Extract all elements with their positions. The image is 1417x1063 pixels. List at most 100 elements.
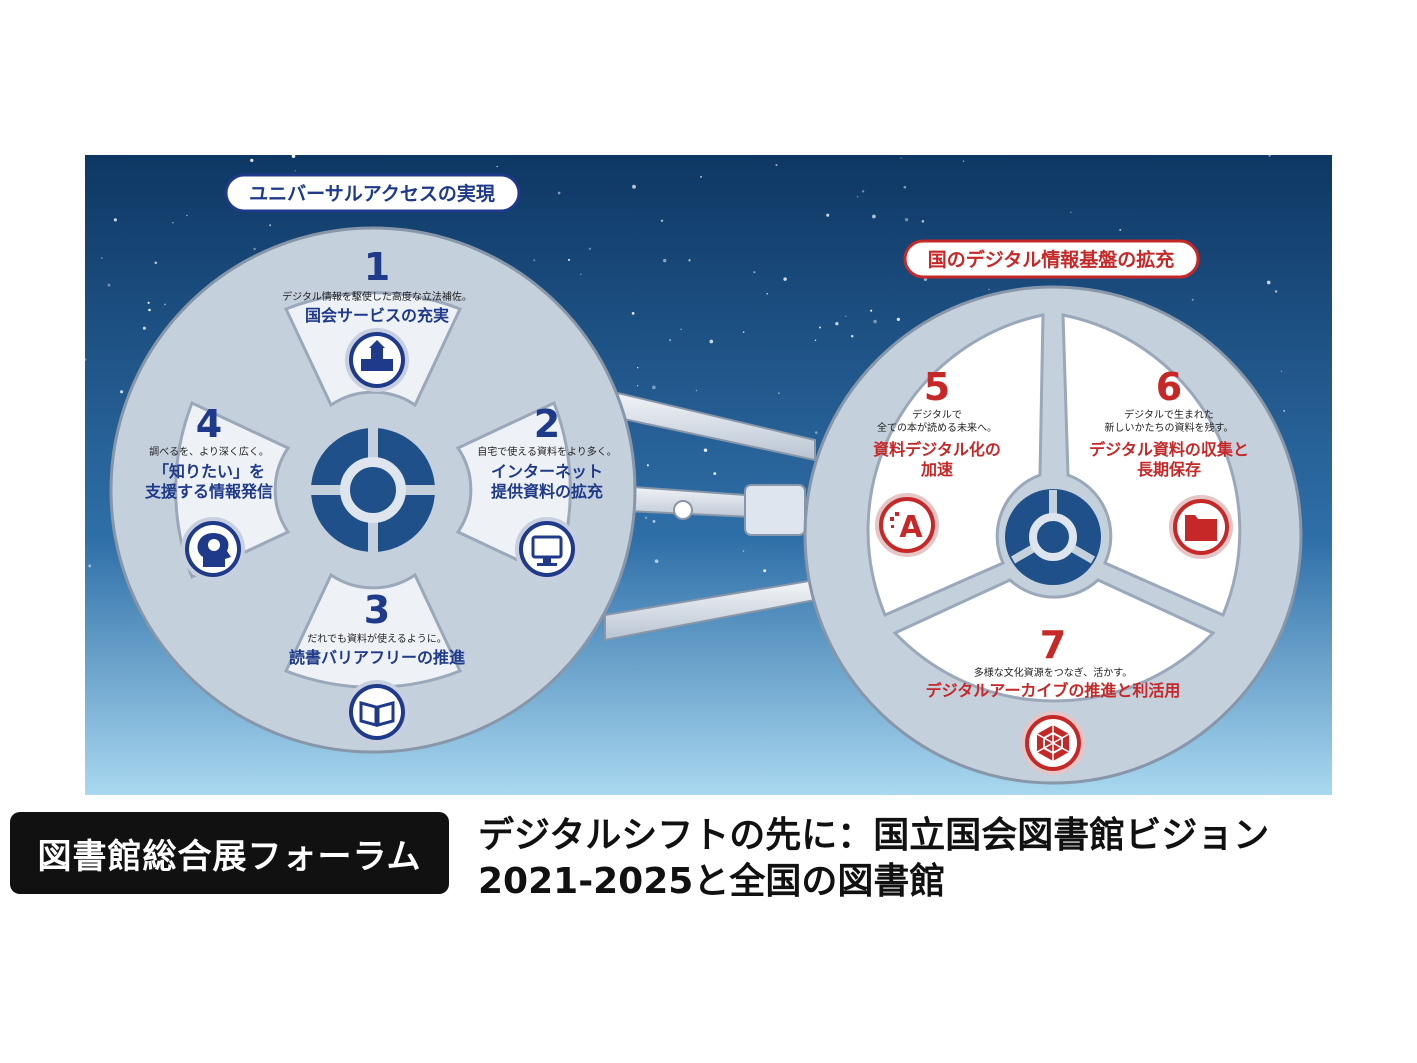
star (905, 218, 909, 222)
star (663, 258, 667, 263)
star (763, 569, 767, 573)
section-description: デジタル情報を駆使した高度な立法補佐。 (282, 290, 472, 303)
star (148, 308, 151, 312)
star (680, 328, 682, 330)
star (896, 317, 901, 322)
star (775, 164, 778, 167)
section-title: 国会サービスの充実 (305, 306, 449, 325)
star (269, 224, 272, 227)
star (1119, 228, 1122, 231)
star (814, 339, 817, 342)
star (988, 288, 990, 291)
section-4: 4 調べるを、より深く広く。 「知りたい」を 支援する情報発信 (144, 402, 273, 581)
section-description-line-2: 新しいかたちの資料を残す。 (1105, 421, 1234, 434)
star (163, 303, 166, 306)
star (533, 259, 536, 262)
star (644, 516, 648, 520)
digitize-letter-a-icon: A (875, 493, 939, 557)
svg-text:国のデジタル情報基盤の拡充: 国のデジタル情報基盤の拡充 (928, 248, 1175, 271)
star (1266, 280, 1271, 285)
star (668, 338, 672, 342)
section-description: だれでも資料が使えるように。 (307, 632, 446, 645)
section-number: 6 (1156, 365, 1182, 409)
open-book-icon (345, 680, 409, 744)
star (850, 334, 854, 338)
star (142, 326, 146, 330)
star (496, 165, 498, 168)
star (861, 190, 865, 193)
svg-text:ユニバーサルアクセスの実現: ユニバーサルアクセスの実現 (249, 182, 495, 205)
section-number: 4 (196, 402, 222, 446)
section-title: デジタルアーカイブの推進と利活用 (926, 681, 1181, 700)
star (713, 472, 717, 476)
section-title-line-2: 長期保存 (1137, 460, 1201, 479)
star (856, 196, 859, 198)
section-description-line-1: デジタルで (912, 408, 962, 421)
star (1280, 370, 1283, 372)
infographic-panel: ユニバーサルアクセスの実現 国のデジタル情報基盤の拡充 1 デジタル情報を駆使し… (85, 155, 1332, 795)
section-3: 3 だれでも資料が使えるように。 読書バリアフリーの推進 (289, 588, 465, 744)
network-hexagon-icon (1021, 711, 1085, 775)
star (646, 464, 649, 467)
star (1191, 298, 1194, 301)
star (783, 277, 787, 281)
section-number: 7 (1040, 623, 1066, 667)
computer-monitor-icon (515, 517, 579, 581)
section-title-line-1: デジタル資料の収集と (1089, 440, 1249, 459)
section-1: 1 デジタル情報を駆使した高度な立法補佐。 国会サービスの充実 (282, 245, 472, 392)
star (557, 191, 561, 195)
star (778, 392, 780, 394)
digital-infrastructure-label: 国のデジタル情報基盤の拡充 (903, 239, 1200, 279)
section-title-line-2: 提供資料の拡充 (491, 482, 603, 501)
section-description: 調べるを、より深く広く。 (149, 445, 269, 458)
star (101, 257, 103, 259)
star (250, 158, 254, 163)
parliament-building-icon (345, 328, 409, 392)
star (835, 322, 839, 326)
svg-text:A: A (899, 510, 923, 545)
section-number: 2 (534, 402, 560, 446)
star (1069, 211, 1072, 214)
star (742, 331, 745, 333)
section-5: 5 デジタルで 全ての本が読める未来へ。 資料デジタル化の 加速 A (873, 365, 1001, 557)
star (580, 273, 582, 275)
star (567, 258, 571, 261)
star (632, 184, 636, 189)
star (186, 214, 188, 217)
star (113, 218, 117, 222)
star (291, 155, 296, 158)
section-7: 7 多様な文化資源をつなぎ、活かす。 デジタルアーカイブの推進と利活用 (926, 623, 1181, 775)
section-description: 多様な文化資源をつなぎ、活かす。 (974, 666, 1133, 679)
section-title-line-2: 支援する情報発信 (144, 482, 273, 501)
star (294, 169, 297, 172)
star (660, 219, 664, 223)
article-title-line-2: 2021-2025と全国の図書館 (478, 861, 946, 902)
star (815, 431, 818, 434)
star (921, 220, 925, 223)
star (154, 261, 158, 265)
star (172, 222, 174, 224)
folder-icon (1169, 495, 1233, 559)
star (1268, 155, 1271, 157)
star (872, 214, 876, 219)
star (107, 283, 111, 287)
star (147, 301, 150, 304)
star (695, 389, 698, 392)
star (1283, 409, 1286, 412)
star (636, 385, 639, 387)
star (873, 319, 877, 324)
section-title-line-1: 資料デジタル化の (873, 440, 1001, 459)
star (253, 247, 256, 251)
section-6: 6 デジタルで生まれた 新しいかたちの資料を残す。 デジタル資料の収集と 長期保… (1089, 365, 1249, 559)
section-title-line-1: インターネット (491, 462, 603, 481)
section-title-line-1: 「知りたい」を (153, 462, 265, 481)
section-number: 5 (924, 365, 950, 409)
star (703, 448, 708, 452)
star (688, 259, 691, 262)
article-title: デジタルシフトの先に：国立国会図書館ビジョン 2021-2025と全国の図書館 (478, 813, 1398, 905)
section-title: 読書バリアフリーの推進 (289, 648, 465, 667)
star (753, 271, 756, 274)
star (85, 358, 87, 361)
head-brain-icon (181, 517, 245, 581)
star (819, 326, 821, 329)
